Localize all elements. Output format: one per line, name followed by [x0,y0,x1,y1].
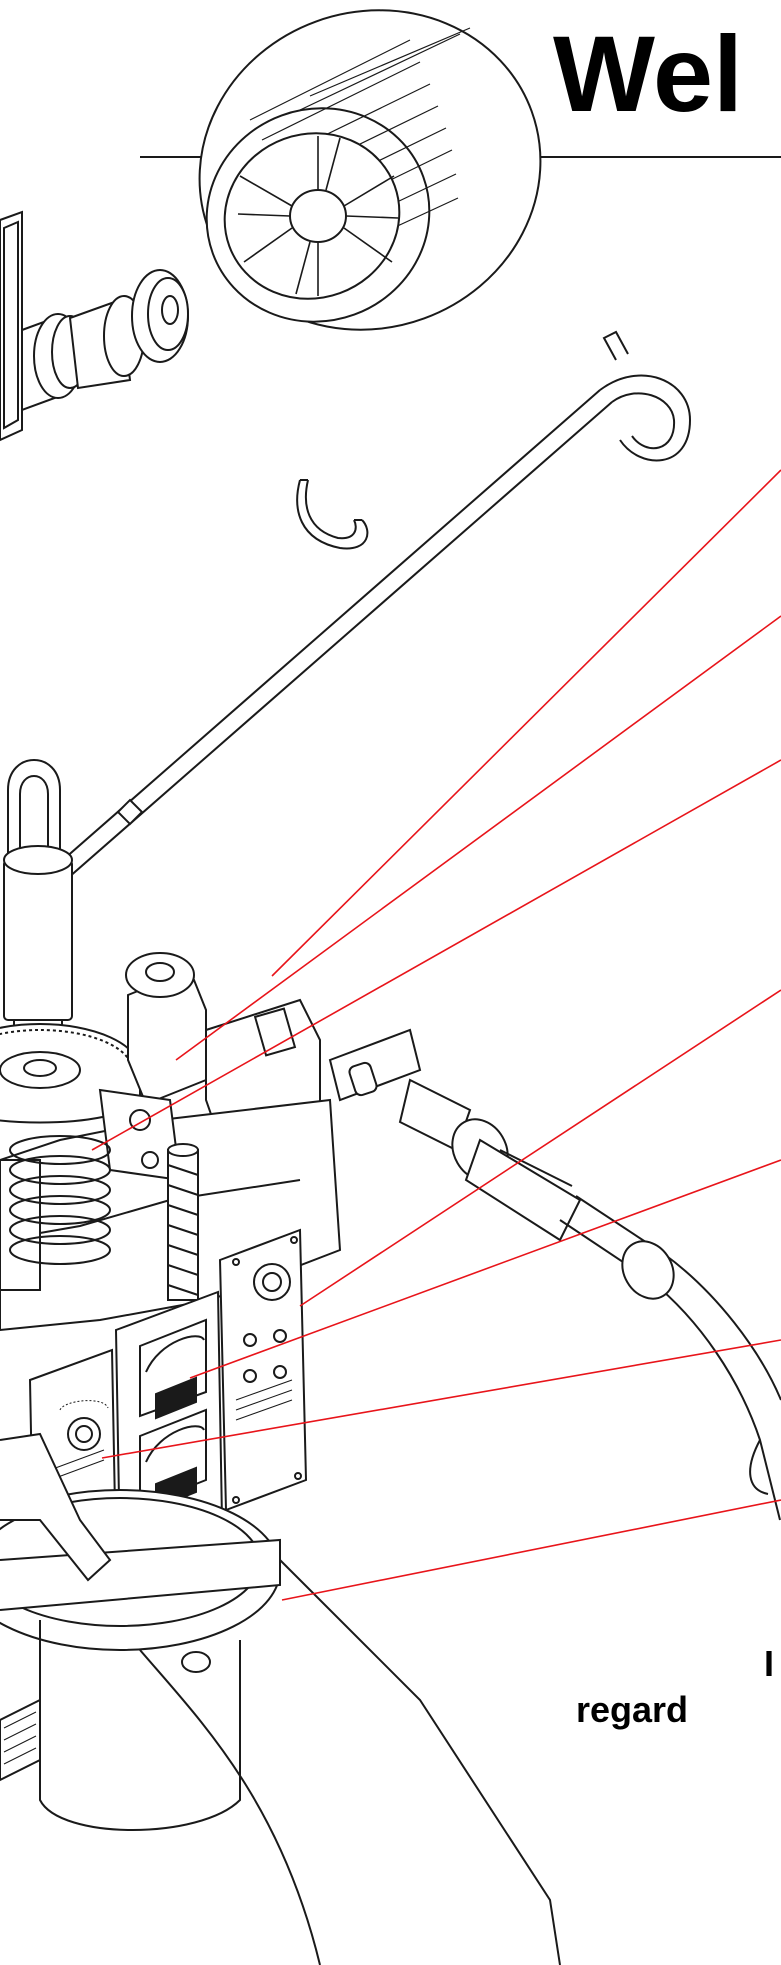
spool-hub-assembly [0,210,189,442]
gas-solenoid [125,952,321,1142]
callout-4 [299,989,781,1307]
control-panel [218,1228,308,1512]
callout-3 [91,759,781,1151]
base-turntable [0,1432,561,1965]
note-line-2: regard [576,1689,689,1730]
handle-loop [3,759,73,1051]
callout-2 [175,615,781,1061]
page-title: Wel [553,13,744,134]
j-hook [296,479,369,550]
callout-leaders [91,469,781,1601]
wire-spool [198,9,542,331]
torch-cable [328,1028,781,1521]
callout-7 [281,1499,781,1601]
callout-5 [189,1159,781,1379]
callout-1 [271,469,781,977]
spring-column [167,1143,199,1301]
coil-stack [9,1135,111,1265]
torch-rod [25,330,692,900]
callout-6 [101,1339,781,1459]
note-line-1: I [764,1643,775,1684]
